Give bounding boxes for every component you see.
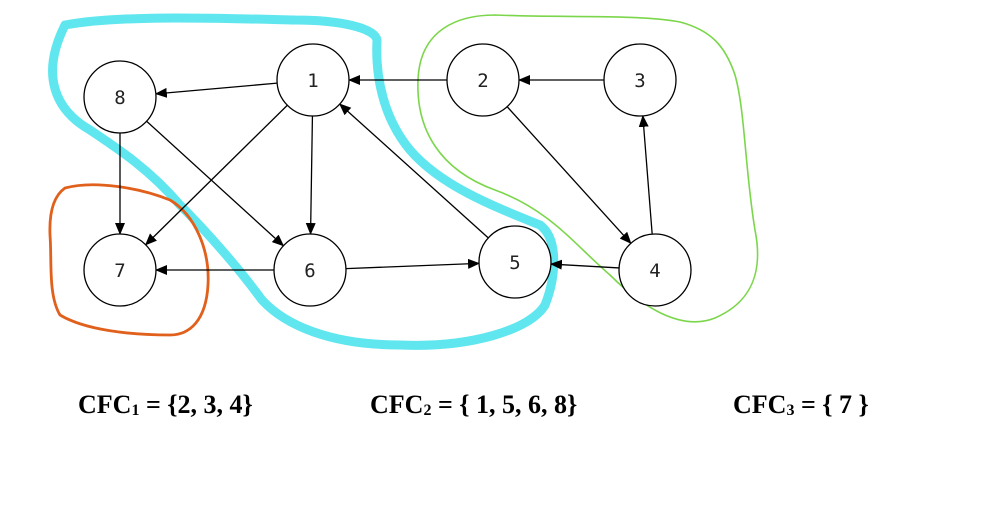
node-label: 6 <box>304 260 315 282</box>
node-3: 3 <box>603 43 677 117</box>
node-circle <box>603 43 677 117</box>
node-circle <box>83 233 157 307</box>
edge-1-to-7 <box>144 104 288 246</box>
component-hull-1 <box>417 14 759 323</box>
edge-2-to-4 <box>506 106 632 245</box>
edge-8-to-6 <box>146 120 285 247</box>
component-hull-2 <box>48 13 559 350</box>
node-label: 5 <box>509 252 520 274</box>
node-8: 8 <box>83 60 157 134</box>
node-circle <box>478 225 552 299</box>
node-circle <box>83 60 157 134</box>
edge-5-to-1 <box>339 103 489 239</box>
edge-1-to-8 <box>154 82 278 98</box>
node-1: 1 <box>276 43 350 117</box>
node-5: 5 <box>478 225 552 299</box>
node-2: 2 <box>446 43 520 117</box>
edge-4-to-5 <box>549 259 620 270</box>
node-label: 3 <box>634 70 645 92</box>
node-label: 1 <box>307 70 318 92</box>
caption-component-3: CFC3 = { 7 } <box>733 390 869 419</box>
node-layer: 1 2 3 4 5 6 7 8 <box>83 43 692 307</box>
node-circle <box>618 233 692 307</box>
edge-1-to-6 <box>305 115 316 236</box>
node-circle <box>276 43 350 117</box>
node-4: 4 <box>618 233 692 307</box>
edge-6-to-5 <box>345 258 481 270</box>
edge-4-to-3 <box>638 114 653 235</box>
node-6: 6 <box>273 233 347 307</box>
caption-component-2: CFC2 = { 1, 5, 6, 8} <box>370 390 578 419</box>
node-label: 4 <box>649 260 660 282</box>
node-7: 7 <box>83 233 157 307</box>
node-label: 8 <box>114 87 125 109</box>
caption-component-1: CFC1 = {2, 3, 4} <box>78 390 253 419</box>
node-circle <box>446 43 520 117</box>
node-label: 7 <box>114 260 125 282</box>
node-label: 2 <box>477 70 488 92</box>
node-circle <box>273 233 347 307</box>
component-hull-3 <box>48 183 210 337</box>
edge-layer <box>115 75 653 275</box>
